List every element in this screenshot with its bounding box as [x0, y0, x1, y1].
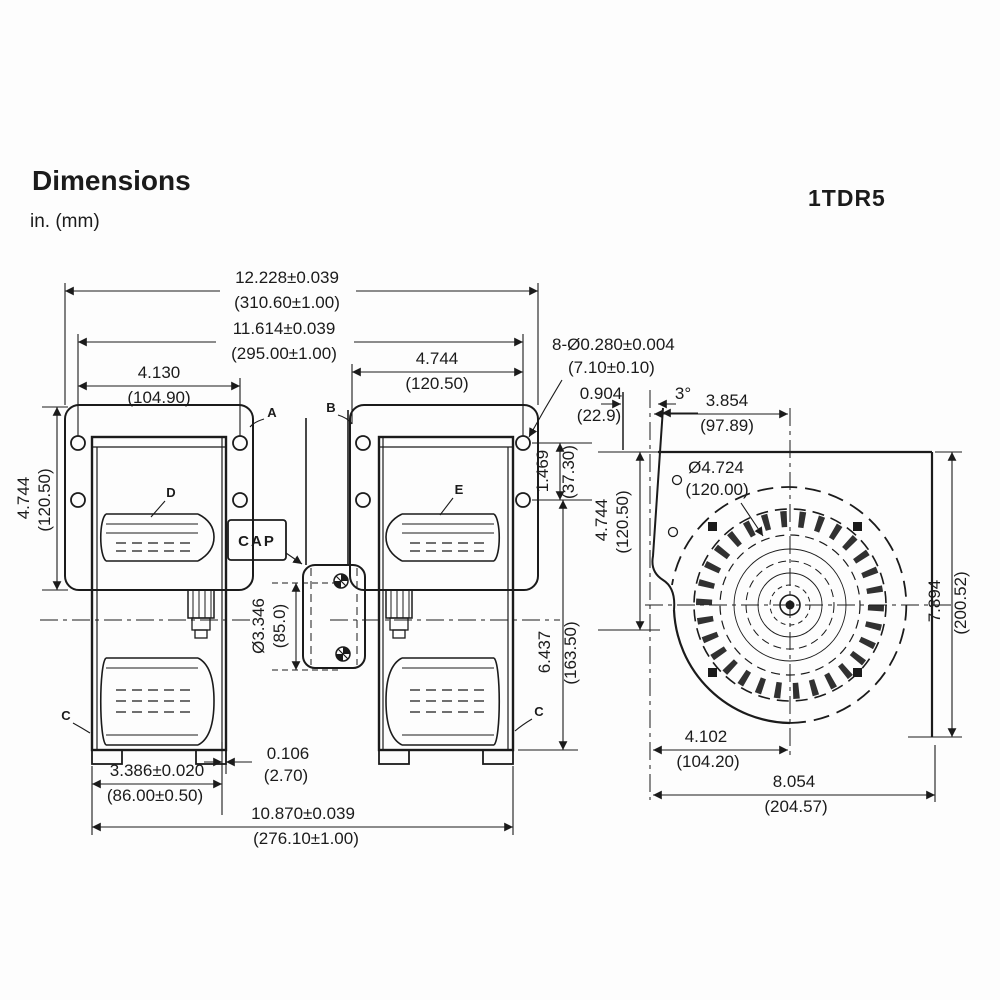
dim-base-span-in: 10.870±0.039 [251, 804, 355, 823]
center-bracket [305, 410, 349, 565]
page-title: Dimensions [32, 165, 191, 196]
cap-box [227, 519, 287, 561]
cap-leader [285, 552, 303, 565]
dim-base-span-mm: (276.10±1.00) [253, 829, 359, 848]
dim-mount-span-mm: (295.00±1.00) [231, 344, 337, 363]
dim-center-to-outlet-in: 4.102 [685, 727, 728, 746]
dim-left-hole-span-mm: (104.90) [127, 388, 190, 407]
dim-housing-height-in: 7.894 [925, 580, 944, 623]
dim-overall-depth-mm: (204.57) [764, 797, 827, 816]
dim-motor-dia-in: Ø3.346 [249, 598, 268, 654]
inlet-flange-holes [667, 474, 683, 538]
dim-center-to-bottom-in: 6.437 [535, 631, 554, 674]
callout-a: A [267, 405, 277, 420]
side-centerlines [645, 390, 952, 800]
dim-housing-width-in: 3.386±0.020 [110, 761, 204, 780]
letter-callouts: A B C C D E [61, 400, 544, 734]
cap-label: CAP [238, 533, 276, 550]
bolt-symbol [333, 573, 349, 589]
side-housing-outline [658, 450, 934, 737]
dim-overall-width-mm: (310.60±1.00) [234, 293, 340, 312]
dim-mount-holes-in: 8-Ø0.280±0.004 [552, 335, 675, 354]
dim-wall-gap-in: 0.106 [267, 744, 310, 763]
dim-overall-depth-in: 8.054 [773, 772, 816, 791]
callout-b: B [326, 400, 335, 415]
dim-right-hole-span-in: 4.744 [416, 349, 459, 368]
dim-hole-row-spacing-in: 1.469 [533, 450, 552, 493]
right-flange [349, 404, 539, 591]
dim-inlet-dia-mm: (120.00) [685, 480, 748, 499]
dim-flange-height-in: 4.744 [14, 477, 33, 520]
dim-right-hole-span-mm: (120.50) [405, 374, 468, 393]
right-housing [377, 435, 515, 752]
housing-bolts [708, 522, 862, 677]
dim-outlet-to-center-in: 3.854 [706, 391, 749, 410]
dim-motor-dia-mm: (85.0) [270, 604, 289, 648]
dim-side-flange-height-mm: (120.50) [613, 490, 632, 553]
dim-housing-height-mm: (200.52) [951, 571, 970, 634]
dimensions: 12.228±0.039 (310.60±1.00) 11.614±0.039 … [14, 268, 970, 848]
left-flange [64, 404, 254, 591]
callout-c-right: C [534, 704, 544, 719]
dim-inlet-angle: 3° [675, 384, 691, 403]
model-number: 1TDR5 [808, 185, 886, 211]
side-inlet-edge [651, 407, 676, 611]
dim-center-to-bottom-mm: (163.50) [561, 621, 580, 684]
callout-d: D [166, 485, 175, 500]
side-view [645, 390, 952, 800]
dim-wall-gap-mm: (2.70) [264, 766, 308, 785]
callout-c-left: C [61, 708, 71, 723]
callout-e: E [455, 482, 464, 497]
dim-flange-height-mm: (120.50) [35, 468, 54, 531]
dim-mount-span-in: 11.614±0.039 [233, 319, 336, 338]
dim-left-hole-span-in: 4.130 [138, 363, 181, 382]
mounting-feet [91, 749, 514, 765]
dim-mount-holes-mm: (7.10±0.10) [568, 358, 655, 377]
left-housing [90, 435, 228, 752]
dim-outlet-to-center-mm: (97.89) [700, 416, 754, 435]
units-label: in. (mm) [30, 211, 100, 232]
front-view: CAP [40, 404, 560, 765]
dim-housing-width-mm: (86.00±0.50) [107, 786, 203, 805]
dim-inlet-dia-in: Ø4.724 [688, 458, 744, 477]
left-blower-wheel [99, 513, 215, 746]
right-blower-wheel [385, 513, 501, 746]
scroll-dashed-arc [671, 486, 908, 724]
dim-side-flange-height-in: 4.744 [592, 499, 611, 542]
dim-inlet-offset-mm: (22.9) [577, 406, 621, 425]
housing-inner-walls [92, 437, 513, 750]
dim-hole-row-spacing-mm: (37.30) [559, 445, 578, 499]
dim-overall-width-in: 12.228±0.039 [235, 268, 339, 287]
dim-center-to-outlet-mm: (104.20) [676, 752, 739, 771]
scroll-solid-arc [672, 609, 791, 725]
dim-inlet-offset-in: 0.904 [580, 384, 623, 403]
bolt-symbol [335, 646, 351, 662]
motor [302, 564, 366, 669]
